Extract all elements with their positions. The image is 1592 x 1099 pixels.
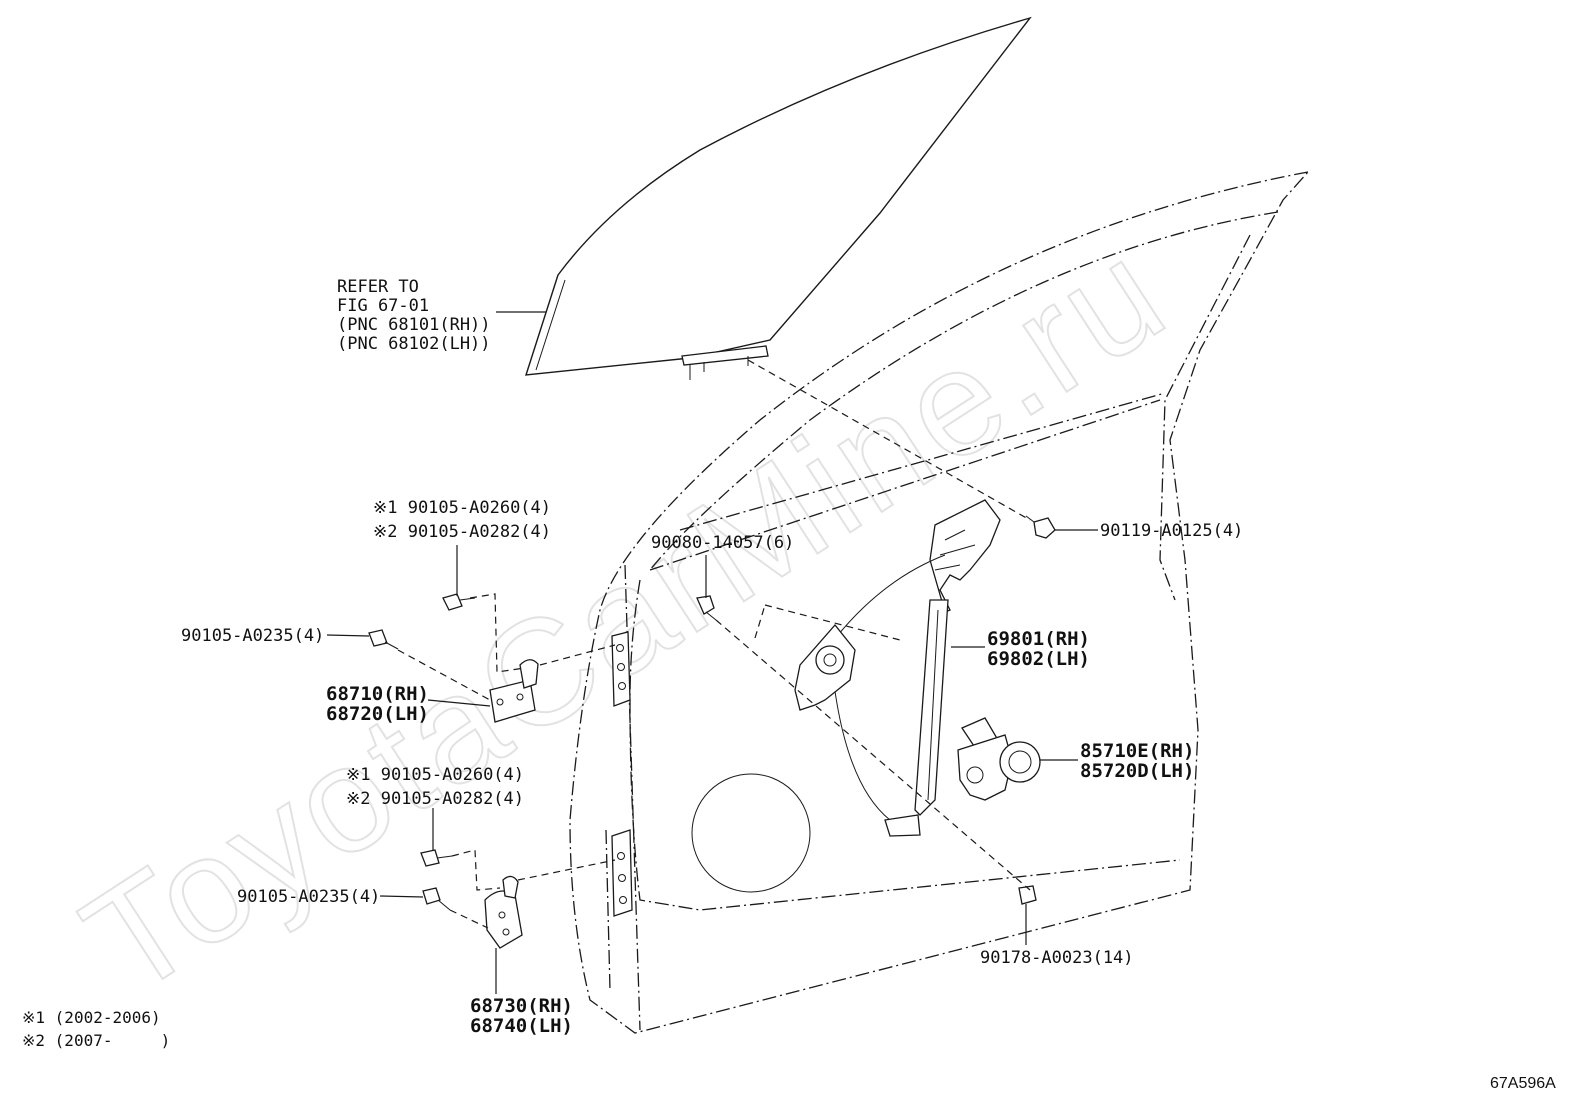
door-hinge-plates	[611, 631, 633, 917]
label-bolt-window-top: 90119-A0125(4)	[1100, 521, 1243, 541]
ref-line-2: FIG 67-01	[337, 296, 429, 316]
ref-line-3: (PNC 68101(RH))	[337, 315, 491, 335]
speaker-opening	[691, 773, 811, 893]
leader-lines	[326, 311, 1098, 994]
labels: REFER TO FIG 67-01 (PNC 68101(RH)) (PNC …	[22, 277, 1556, 1092]
note-2: ※2 (2007- )	[22, 1031, 170, 1050]
label-nut-regulator: 90178-A0023(14)	[980, 948, 1134, 968]
label-lower-hinge-lh: 68740(LH)	[470, 1015, 573, 1037]
bolt-upper-hinge-side-icon	[368, 629, 399, 650]
label-upper-bolt-side: 90105-A0235(4)	[181, 626, 324, 646]
bolt-lower-hinge-top-icon	[420, 849, 453, 867]
label-lower-bolt-1: ※1 90105-A0260(4)	[346, 765, 524, 785]
fasteners	[368, 515, 1056, 911]
figure-code: 67A596A	[1490, 1075, 1556, 1092]
label-lower-bolt-side: 90105-A0235(4)	[237, 887, 380, 907]
window-glass	[525, 16, 1032, 380]
window-regulator	[794, 499, 1001, 837]
bolt-upper-hinge-top-icon	[442, 593, 476, 611]
label-motor-lh: 85720D(LH)	[1080, 760, 1194, 782]
window-motor	[957, 717, 1041, 801]
bolt-window-top-icon	[1025, 515, 1056, 539]
label-upper-bolt-2: ※2 90105-A0282(4)	[373, 522, 551, 542]
label-regulator-rh: 69801(RH)	[987, 628, 1090, 650]
upper-hinge	[489, 659, 539, 723]
lower-hinge	[484, 875, 523, 949]
label-regulator-lh: 69802(LH)	[987, 648, 1090, 670]
bolt-regulator-icon	[696, 595, 717, 621]
ref-line-4: (PNC 68102(LH))	[337, 334, 491, 354]
assembly-lines	[397, 359, 1031, 929]
ref-line-1: REFER TO	[337, 277, 419, 297]
note-1: ※1 (2002-2006)	[22, 1008, 161, 1027]
nut-regulator-icon	[1018, 885, 1037, 905]
label-upper-bolt-1: ※1 90105-A0260(4)	[373, 498, 551, 518]
label-upper-hinge-rh: 68710(RH)	[326, 683, 429, 705]
label-upper-hinge-lh: 68720(LH)	[326, 703, 429, 725]
label-motor-rh: 85710E(RH)	[1080, 740, 1194, 762]
label-lower-hinge-rh: 68730(RH)	[470, 995, 573, 1017]
label-bolt-regulator: 90080-14057(6)	[651, 533, 794, 553]
bolt-lower-hinge-side-icon	[422, 887, 451, 911]
label-lower-bolt-2: ※2 90105-A0282(4)	[346, 789, 524, 809]
